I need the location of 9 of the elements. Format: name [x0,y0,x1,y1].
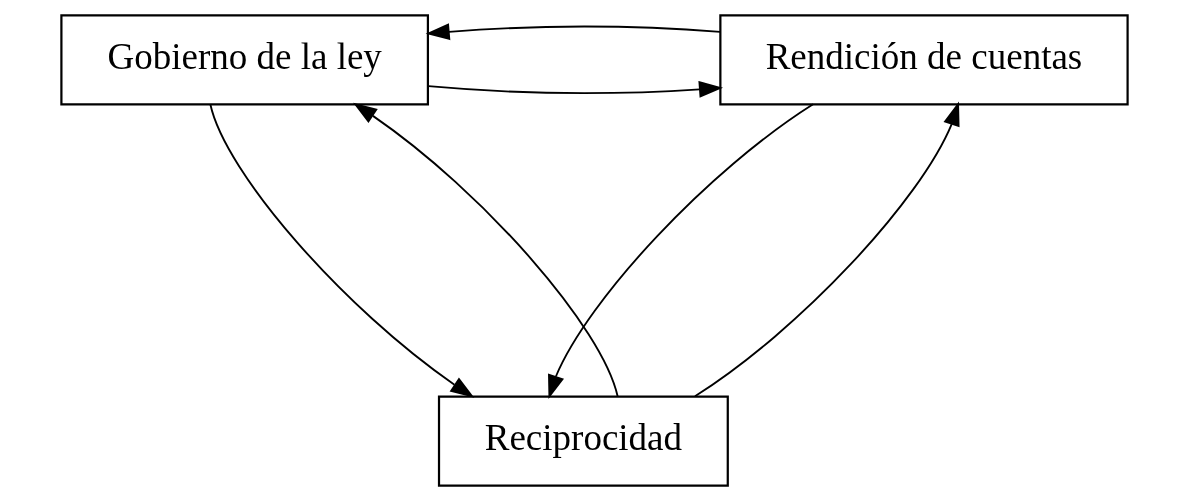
arrow [427,80,724,98]
arrow [694,101,960,398]
arrow [353,102,619,398]
node-box: Gobierno de la ley [60,14,430,106]
arrow [209,103,475,398]
node-box: Reciprocidad [437,395,729,487]
node-box: Rendición de cuentas [719,14,1129,106]
arrow [425,23,722,41]
arrow [548,103,814,399]
